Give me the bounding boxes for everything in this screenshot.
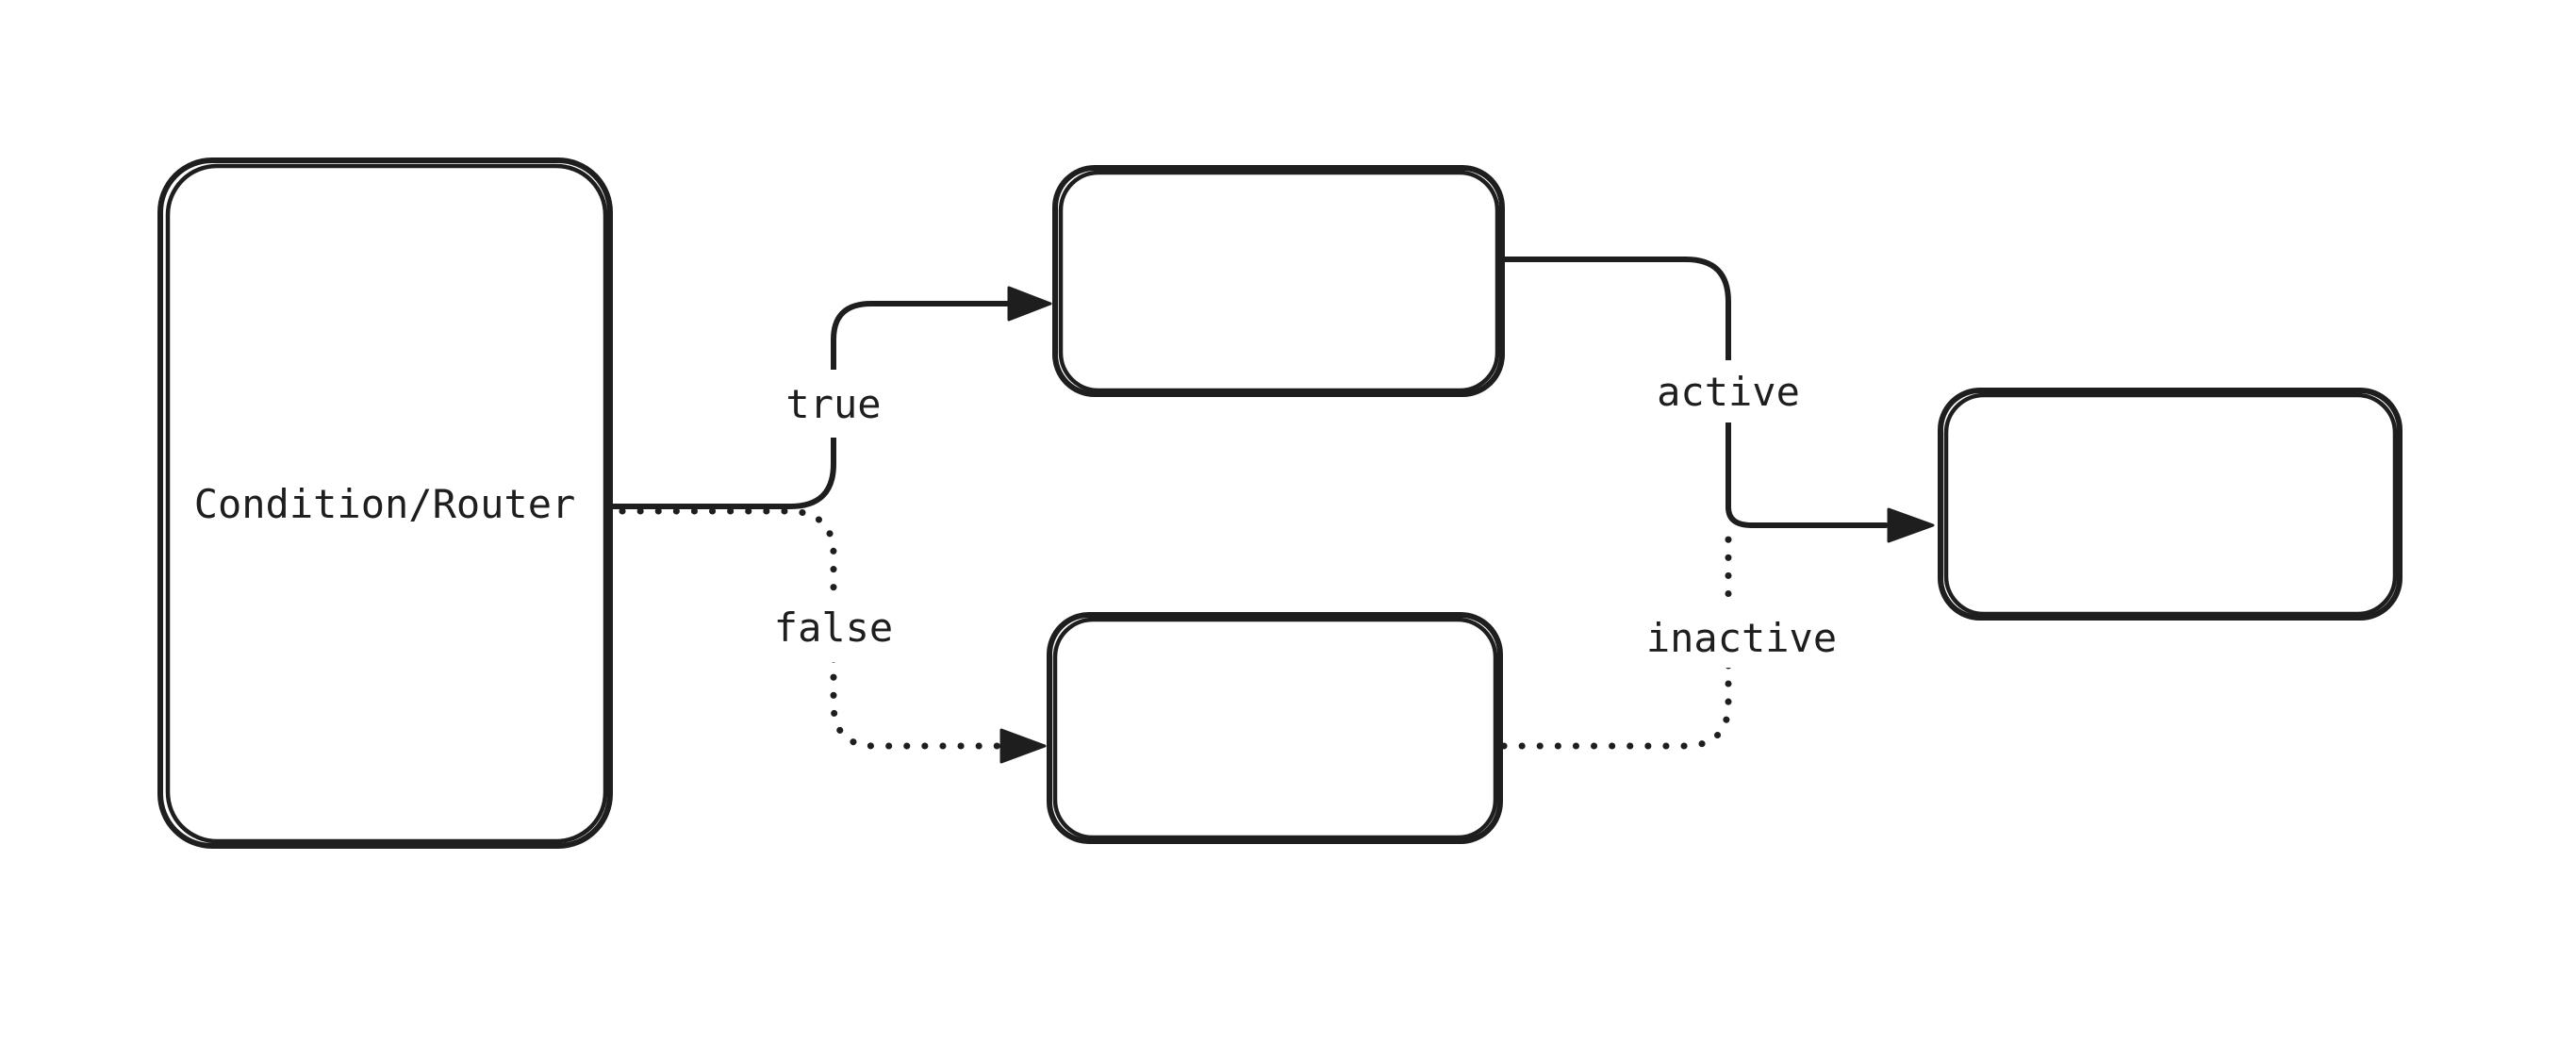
node-condition-router-shape: [157, 157, 613, 849]
edge-true: true: [607, 286, 1052, 509]
node-false-branch-sketch-stroke: [1052, 617, 1498, 840]
node-result-sketch-stroke: [1943, 392, 2398, 617]
edge-active-arrowhead-icon: [1887, 507, 1935, 543]
node-true-branch-shape: [1052, 165, 1505, 397]
edge-label-true: true: [785, 381, 881, 427]
node-result: [1938, 388, 2403, 621]
edge-label-false: false: [774, 605, 893, 651]
edge-false-label-background: [764, 596, 903, 662]
node-true-branch-sketch-stroke: [1058, 170, 1500, 393]
edge-active-label-background: [1648, 360, 1810, 422]
node-false-branch: [1047, 612, 1503, 844]
node-true-branch: [1052, 165, 1505, 397]
edge-false: false: [619, 507, 1047, 764]
edge-label-active: active: [1657, 369, 1800, 415]
node-condition-router-sketch-stroke: [165, 163, 608, 844]
edge-true-label-background: [777, 370, 890, 438]
node-label-condition-router: Condition/Router: [194, 481, 576, 527]
edge-active: active: [1501, 257, 1935, 543]
edge-true-arrowhead-icon: [1007, 286, 1052, 322]
node-condition-router: Condition/Router: [157, 157, 613, 849]
edge-label-inactive: inactive: [1646, 615, 1837, 661]
node-result-shape: [1938, 388, 2403, 621]
edge-inactive-label-background: [1637, 607, 1846, 668]
edge-active-line: [1501, 257, 1889, 528]
edge-true-line: [607, 301, 1012, 509]
edge-inactive-line: [1500, 530, 1732, 750]
edge-inactive: inactive: [1500, 530, 1846, 750]
node-false-branch-shape: [1047, 612, 1503, 844]
edge-false-arrowhead-icon: [999, 728, 1047, 764]
